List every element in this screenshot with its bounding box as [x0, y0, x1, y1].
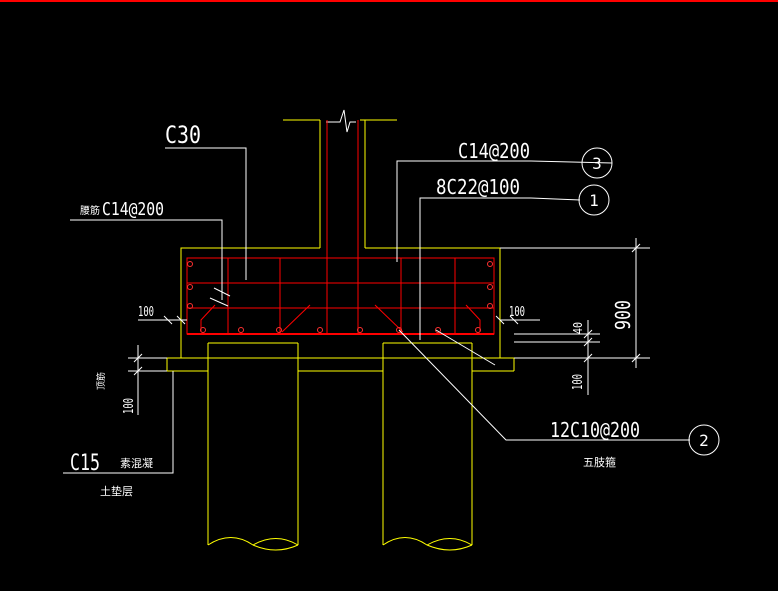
top-bar-label: C14@200	[458, 139, 530, 163]
title-bar-edge	[0, 0, 778, 2]
stirrup-note: 五肢箍	[583, 455, 616, 469]
left-note-label: 顶筋	[95, 372, 107, 390]
rebar-dots	[187, 261, 493, 333]
dim-40: 40	[571, 322, 585, 334]
concrete-grade-label: C30	[165, 121, 201, 149]
pad-grade-label: C15	[70, 451, 100, 476]
pile-cap-outline	[180, 247, 501, 359]
dim-900: 900	[611, 300, 635, 330]
bottom-bar-label: 8C22@100	[436, 175, 520, 199]
column-outline	[283, 109, 397, 248]
dim-100-left: 100	[138, 305, 154, 320]
dimension-lines	[128, 238, 650, 415]
marker-1: 1	[578, 184, 610, 216]
marker-2: 2	[688, 424, 720, 456]
marker-3-label: 3	[592, 154, 602, 173]
stirrup-label: 12C10@200	[550, 418, 640, 442]
dim-100-bottom: 100	[571, 374, 586, 390]
marker-3: 3	[581, 147, 613, 179]
leader-lines	[63, 147, 690, 474]
side-bar-prefix: 腰筋	[80, 204, 100, 217]
pile-left	[207, 342, 299, 551]
side-bar-label: C14@200	[102, 199, 164, 220]
cushion-layer	[166, 357, 515, 372]
pile-right	[382, 342, 473, 551]
rebar-cage	[186, 120, 495, 335]
break-line-icon	[326, 109, 356, 133]
dim-100-pad: 100	[122, 398, 137, 414]
pad-layer-label: 土垫层	[100, 484, 133, 498]
dim-100-right: 100	[509, 305, 525, 320]
marker-2-label: 2	[699, 431, 709, 450]
marker-1-label: 1	[589, 191, 599, 210]
pad-material-label: 素混凝	[120, 456, 153, 470]
